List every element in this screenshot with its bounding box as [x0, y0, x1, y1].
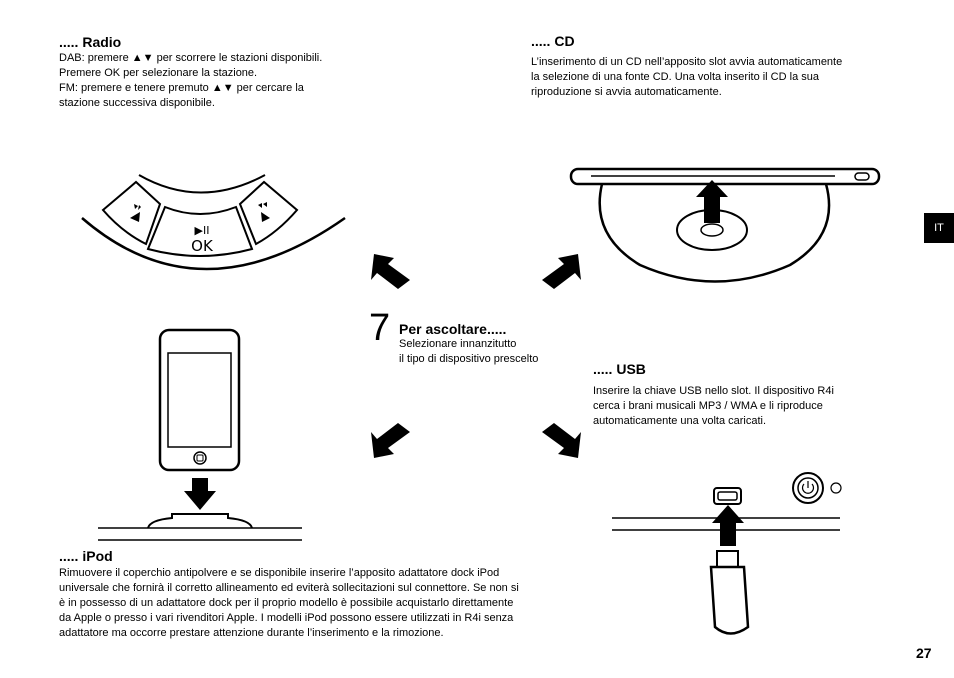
ok-button-shape: [146, 205, 254, 257]
radio-section: ..... Radio DAB: premere ▲▼ per scorrere…: [59, 34, 322, 111]
prev-skip-icon: [134, 204, 141, 210]
ipod-line: è in possesso di un adattatore dock per …: [59, 597, 514, 609]
ipod-dock-connector: [147, 513, 253, 529]
usb-heading: ..... USB: [593, 361, 646, 377]
arrow-to-ipod-icon: [371, 423, 410, 458]
power-icon: [801, 483, 815, 494]
radio-line: FM: premere e tenere premuto ▲▼ per cerc…: [59, 82, 304, 94]
radio-line: Premere OK per selezionare la stazione.: [59, 67, 258, 79]
radio-panel-outer-arc: [81, 216, 346, 271]
ipod-section: ..... iPod Rimuovere il coperchio antipo…: [59, 548, 519, 641]
step-line: Selezionare innanzitutto: [399, 338, 517, 350]
usb-port-inner: [717, 491, 738, 501]
step-section: Per ascoltare..... Selezionare innanzitu…: [399, 321, 538, 367]
radio-button-glyphs: [130, 202, 270, 222]
direction-arrows: [371, 254, 581, 458]
arrow-to-radio-icon: [371, 254, 410, 289]
cd-section: ..... CD L’inserimento di un CD nell’app…: [531, 33, 842, 100]
ipod-line: universale che fornirà il corretto allin…: [59, 582, 519, 594]
usb-description: Inserire la chiave USB nello slot. Il di…: [593, 384, 834, 429]
cd-eject-slot: [854, 172, 870, 181]
usb-line: automaticamente una volta caricati.: [593, 415, 767, 427]
cd-line: la selezione di una fonte CD. Una volta …: [531, 71, 819, 83]
ipod-line: Rimuovere il coperchio antipolvere e se …: [59, 567, 500, 579]
cd-illustration: [569, 167, 881, 283]
usb-line: Inserire la chiave USB nello slot. Il di…: [593, 385, 834, 397]
prev-triangle-icon: [130, 212, 140, 222]
led-indicator: [830, 482, 842, 494]
usb-line: cerca i brani musicali MP3 / WMA e li ri…: [593, 400, 823, 412]
play-pause-label: ▶II: [195, 224, 210, 237]
arrow-to-usb-icon: [542, 423, 581, 458]
cd-line: riproduzione si avvia automaticamente.: [531, 86, 722, 98]
arrow-to-cd-icon: [542, 254, 581, 289]
step-line: il tipo di dispositivo prescelto: [399, 353, 539, 365]
radio-heading: ..... Radio: [59, 34, 122, 50]
ok-label: OK: [191, 237, 214, 255]
cd-line: L’inserimento di un CD nell’apposito slo…: [531, 56, 843, 68]
usb-insert-arrow-icon: [712, 505, 744, 546]
ipod-insert-arrow-icon: [184, 478, 216, 510]
prev-button-shape: [101, 180, 162, 246]
language-tab: IT: [924, 213, 954, 243]
radio-control-illustration: [81, 174, 346, 271]
radio-description: DAB: premere ▲▼ per scorrere le stazioni…: [59, 51, 322, 111]
power-button: [797, 477, 819, 499]
next-triangle-icon: [261, 212, 270, 222]
usb-illustration: [612, 472, 842, 635]
radio-line: DAB: premere ▲▼ per scorrere le stazioni…: [59, 52, 323, 64]
ipod-heading: ..... iPod: [59, 548, 113, 564]
usb-port: [713, 487, 742, 505]
step-number: 7: [369, 307, 391, 349]
ipod-home-square: [196, 454, 204, 462]
page-number: 27: [916, 645, 932, 661]
usb-stick-body: [709, 565, 750, 635]
cd-heading: ..... CD: [531, 33, 575, 49]
power-button-ring: [792, 472, 824, 504]
next-button-shape: [238, 180, 299, 246]
ipod-home-button: [193, 451, 207, 465]
cd-disc-hole: [700, 223, 724, 237]
step-title: Per ascoltare.....: [399, 321, 507, 337]
ipod-line: adattatore ma occorre prestare attenzion…: [59, 627, 444, 639]
usb-section: ..... USB Inserire la chiave USB nello s…: [593, 361, 834, 429]
ipod-screen: [167, 352, 232, 448]
cd-insert-arrow-icon: [696, 180, 728, 223]
ipod-illustration: [98, 328, 302, 541]
radio-panel-inner-arc: [138, 174, 266, 194]
cd-slot: [569, 167, 881, 186]
cd-disc: [598, 183, 831, 283]
next-skip-icon: [258, 202, 267, 208]
ipod-body: [158, 328, 241, 472]
radio-line: stazione successiva disponibile.: [59, 97, 215, 109]
ipod-description: Rimuovere il coperchio antipolvere e se …: [59, 566, 519, 641]
step-description: Selezionare innanzitutto il tipo di disp…: [399, 337, 538, 367]
ipod-line: da Apple o presso i vari rivenditori App…: [59, 612, 514, 624]
usb-stick-connector: [716, 550, 739, 568]
cd-description: L’inserimento di un CD nell’apposito slo…: [531, 55, 842, 100]
